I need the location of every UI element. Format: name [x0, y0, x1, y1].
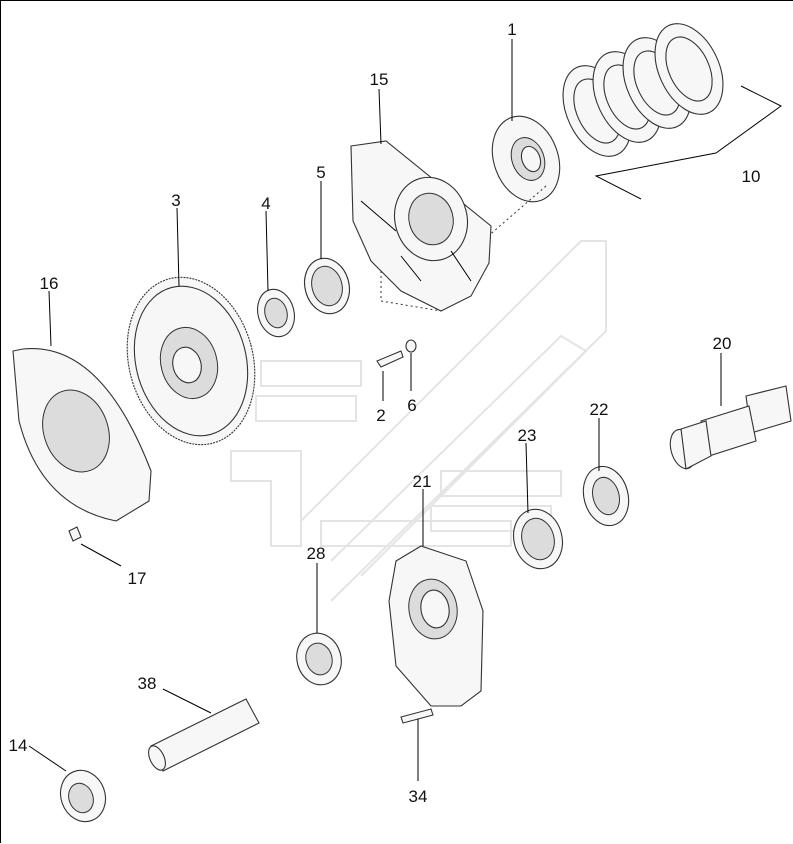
part-38-shaft — [148, 698, 260, 772]
part-10-gaskets — [562, 23, 782, 200]
label-4: 4 — [261, 194, 270, 213]
leader-lines — [28, 39, 722, 781]
label-5: 5 — [316, 163, 325, 182]
part-16-cover — [12, 347, 152, 522]
part-20-shaft — [669, 385, 792, 470]
label-20: 20 — [713, 334, 732, 353]
part-1-flange — [470, 115, 561, 252]
part-3-gear — [126, 276, 256, 446]
part-22-bearing — [582, 465, 630, 527]
label-2: 2 — [376, 406, 385, 425]
part-4-bearing — [256, 288, 296, 338]
part-21-housing — [388, 545, 484, 707]
label-1: 1 — [507, 20, 516, 39]
label-22: 22 — [590, 400, 609, 419]
part-28-seal — [296, 632, 342, 686]
part-17-clip — [68, 526, 82, 542]
label-21: 21 — [413, 472, 432, 491]
part-2-bolt — [376, 350, 404, 368]
part-5-race — [303, 257, 351, 315]
label-14: 14 — [9, 736, 28, 755]
label-34: 34 — [409, 787, 428, 806]
label-3: 3 — [171, 191, 180, 210]
part-6-washer — [405, 339, 417, 353]
part-14-seal — [59, 769, 107, 823]
label-10: 10 — [742, 167, 761, 186]
label-17: 17 — [128, 569, 147, 588]
part-15-housing-cover — [350, 140, 492, 312]
label-23: 23 — [518, 426, 537, 445]
label-16: 16 — [40, 274, 59, 293]
label-15: 15 — [370, 70, 389, 89]
watermark — [230, 240, 607, 602]
part-23-race — [513, 508, 563, 570]
callout-labels: 1 2 3 4 5 6 10 14 15 16 17 20 21 22 23 2… — [9, 20, 761, 806]
label-6: 6 — [407, 396, 416, 415]
label-28: 28 — [307, 544, 326, 563]
label-38: 38 — [138, 674, 157, 693]
part-34-bolt — [400, 708, 434, 724]
